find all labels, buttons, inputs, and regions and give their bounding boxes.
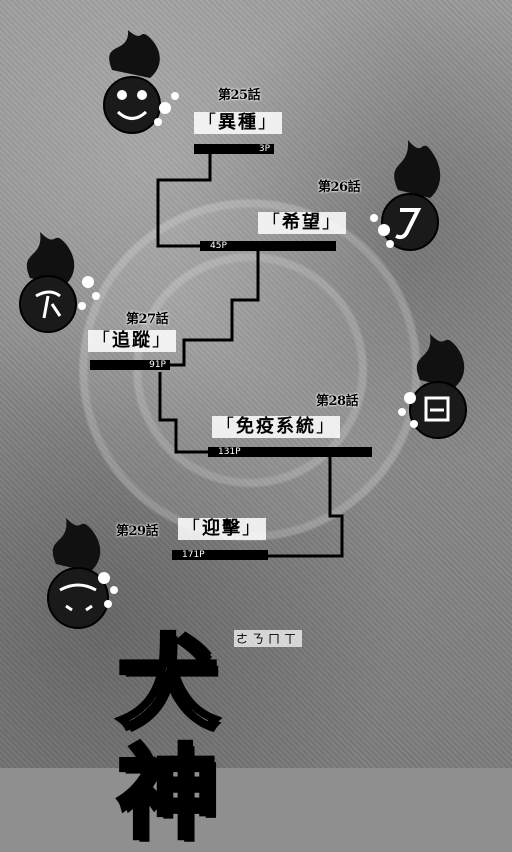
episode-number: 第26話 xyxy=(318,180,361,195)
episode-page: 171P xyxy=(182,550,205,560)
episode-path-lines xyxy=(19,30,467,629)
orb-spirit-face-icon xyxy=(103,30,179,134)
episode-title: 追蹤 xyxy=(88,330,176,352)
episode-page-bar: 45P xyxy=(200,241,336,251)
orb-spirit-face-icon xyxy=(47,518,118,629)
episode-page-bar: 3P xyxy=(194,144,274,154)
episode-title: 免疫系統 xyxy=(212,416,340,438)
episode-number: 第29話 xyxy=(116,524,159,539)
orb-spirit-glyph-icon xyxy=(19,232,100,333)
episode-number: 第28話 xyxy=(316,394,359,409)
orb-spirit-glyph-icon xyxy=(370,140,441,251)
episode-page-bar: 171P xyxy=(172,550,268,560)
book-subtitle: ㄜㄋㄇㄒ xyxy=(234,630,303,647)
episode-page: 131P xyxy=(218,447,241,457)
episode-page-bar: 131P xyxy=(208,447,372,457)
orb-spirit-glyph-icon xyxy=(398,334,467,439)
episode-page: 45P xyxy=(210,241,227,251)
episode-page: 91P xyxy=(149,360,166,370)
episode-title: 希望 xyxy=(258,212,346,234)
episode-page: 3P xyxy=(258,144,270,154)
episode-number: 第25話 xyxy=(218,88,261,103)
episode-page-bar: 91P xyxy=(90,360,170,370)
episode-title: 異種 xyxy=(194,112,282,134)
episode-number: 第27話 xyxy=(126,312,169,327)
episode-title: 迎擊 xyxy=(178,518,266,540)
